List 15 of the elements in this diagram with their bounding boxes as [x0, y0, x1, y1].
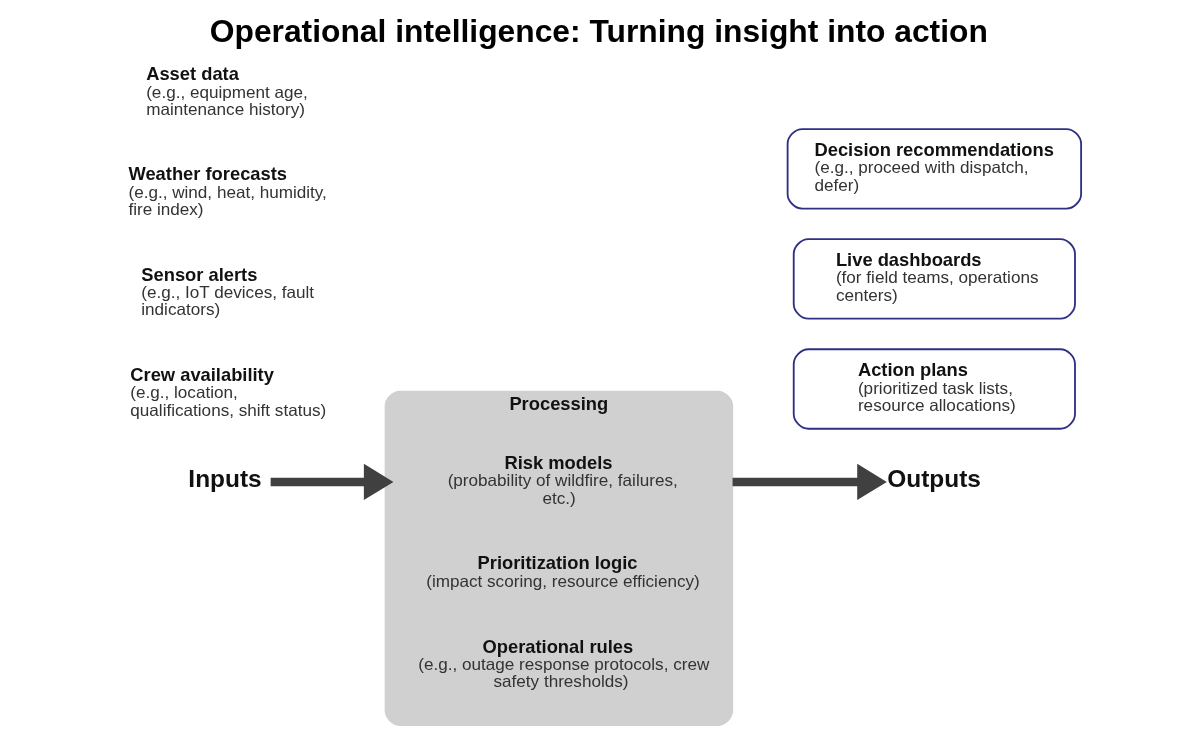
- node-text: Inputs: [187, 464, 262, 492]
- node-text: Prioritization logic (impact scoring, resource efficiency): [425, 552, 700, 591]
- node-box: Live dashboards (for field teams, operations centers): [792, 238, 1076, 320]
- node-text: Operational rules (e.g., outage response protocols, crew safety thresholds): [417, 635, 709, 692]
- node-text: Weather forecasts (e.g., wind, heat, humidity, fire index): [127, 163, 327, 219]
- node-box: Action plans (prioritized task lists, resource allocations): [792, 348, 1076, 430]
- node-text: Asset data (e.g., equipment age, maintenance history): [145, 63, 308, 119]
- node-text: Outputs: [886, 464, 981, 492]
- node-text: Crew availability (e.g., location, qualifications, shift status): [129, 364, 326, 420]
- node-box: Decision recommendations (e.g., proceed with dispatch, defer): [786, 128, 1082, 210]
- arrow: [732, 463, 887, 501]
- arrow: [270, 463, 393, 501]
- diagram-title: Operational intelligence: Turning insight into action: [209, 13, 988, 50]
- node-text: Risk models (probability of wildfire, failures, etc.): [447, 452, 678, 508]
- node-text: Sensor alerts (e.g., IoT devices, fault indicators): [140, 263, 314, 320]
